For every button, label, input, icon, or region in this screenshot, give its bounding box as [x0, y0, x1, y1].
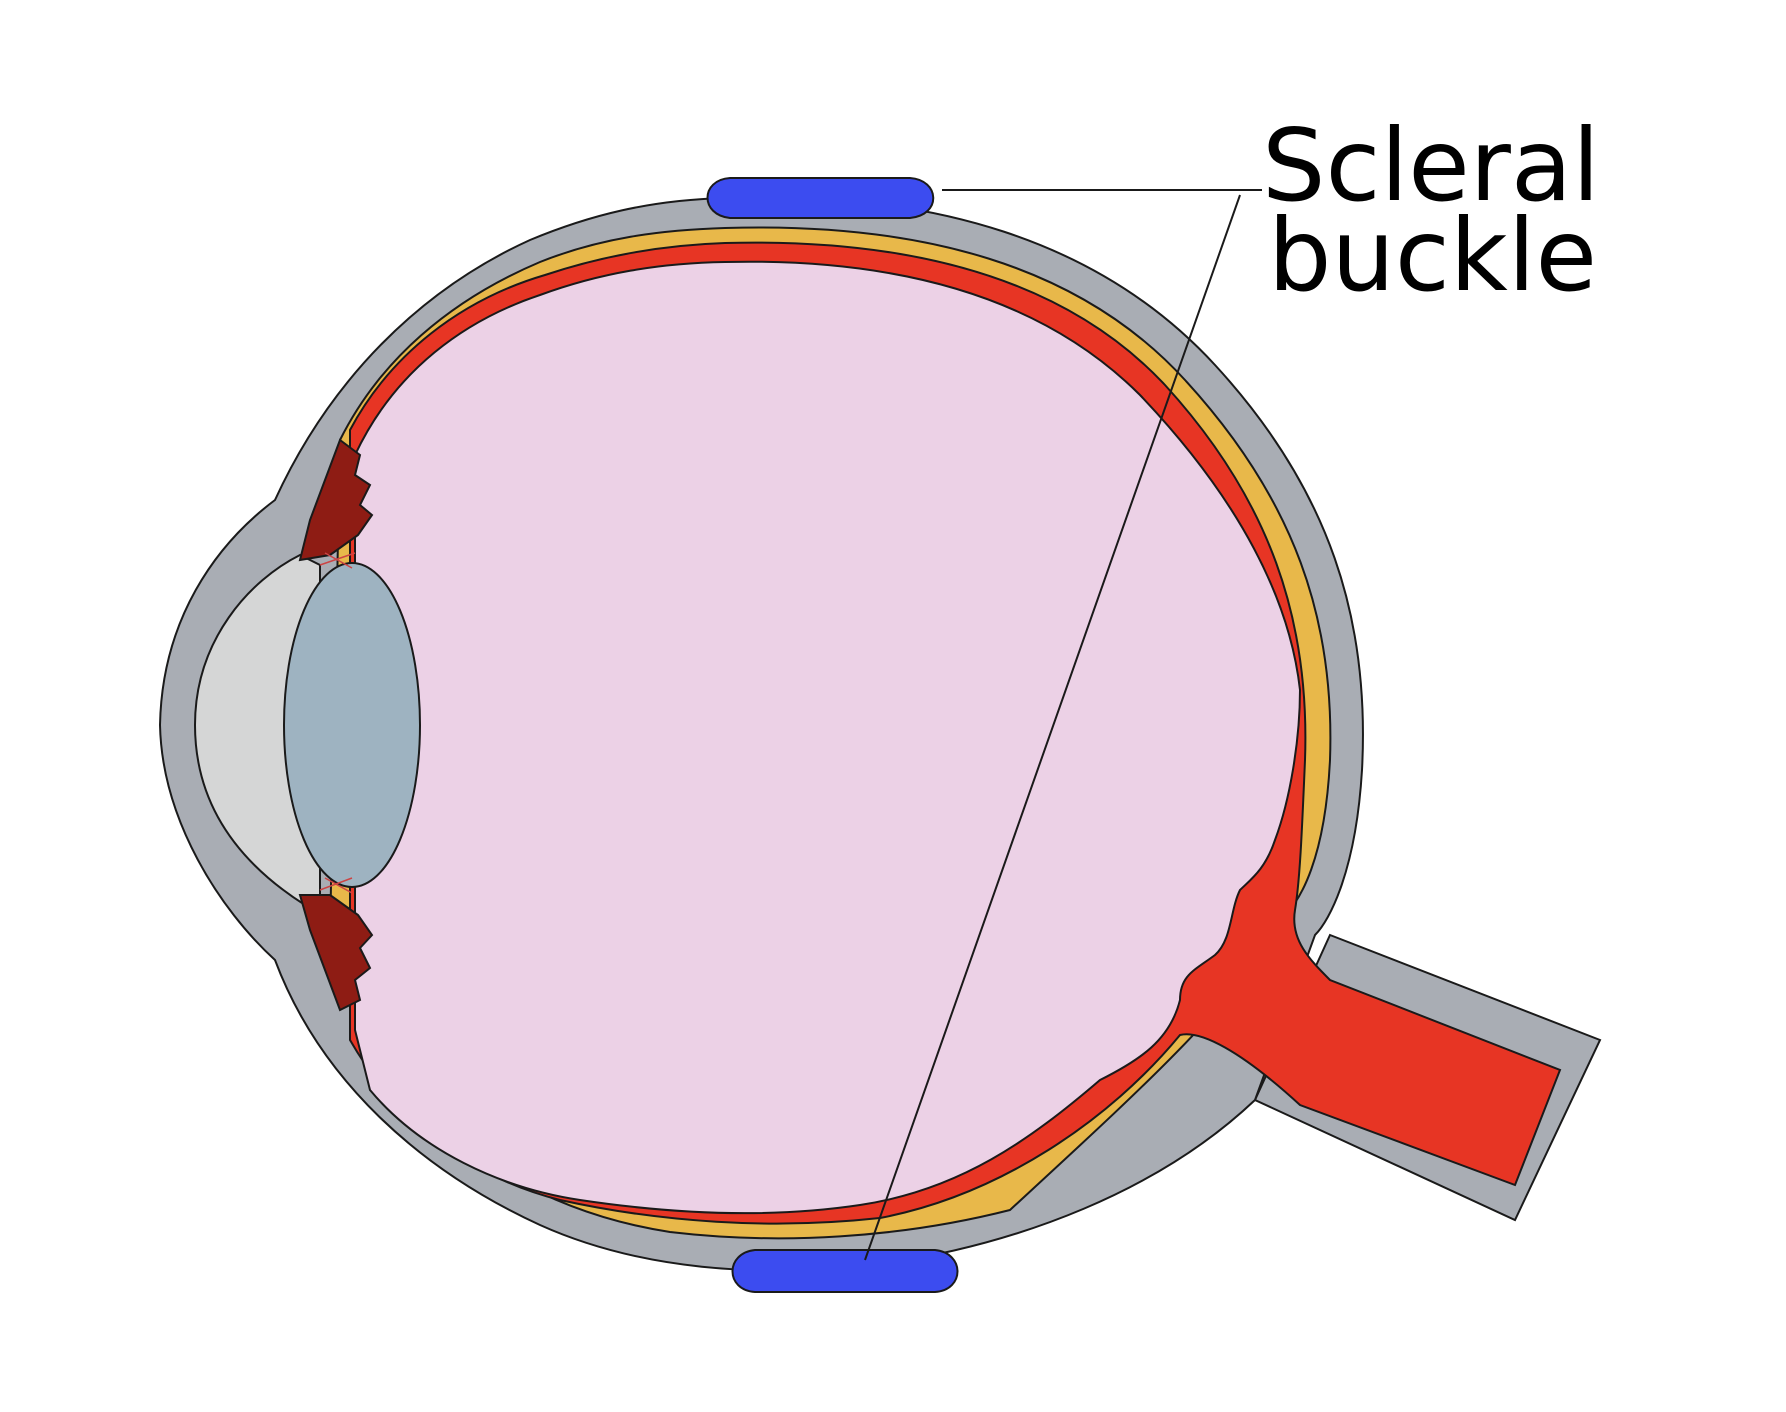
scleral-buckle-top [708, 178, 934, 218]
scleral-buckle-bottom [733, 1250, 958, 1292]
lens [284, 563, 420, 887]
label-buckle: buckle [1268, 197, 1597, 314]
